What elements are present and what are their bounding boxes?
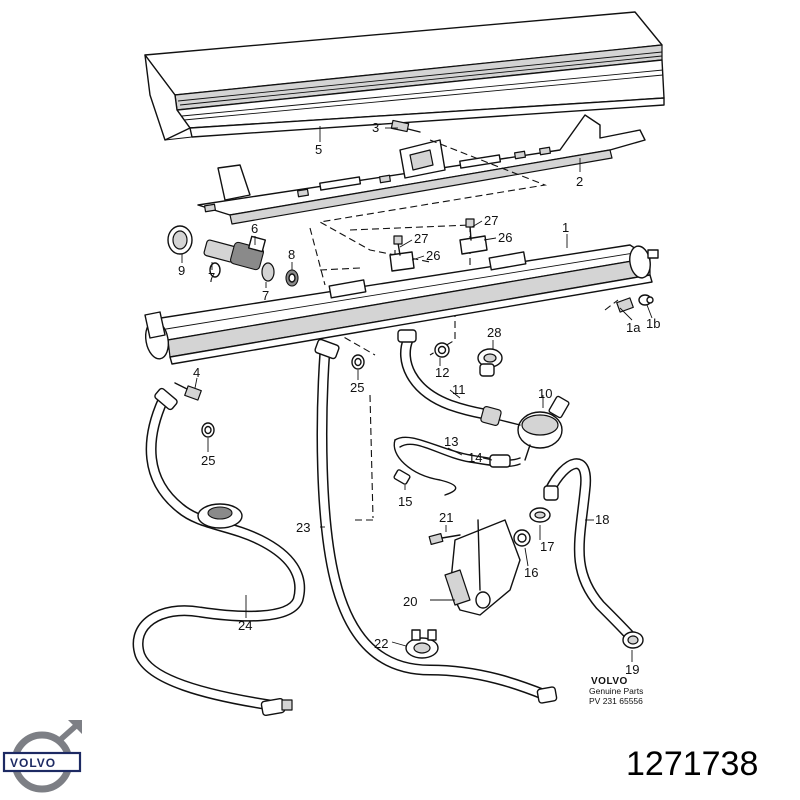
callout-13: 13 xyxy=(444,434,458,449)
part-number: 1271738 xyxy=(626,745,758,783)
stamp-line2: PV 231 65556 xyxy=(589,696,643,706)
hose-13-14 xyxy=(393,436,521,496)
hose-24 xyxy=(132,387,306,717)
callout-21: 21 xyxy=(439,510,453,525)
callout-12: 12 xyxy=(435,365,449,380)
callout-17: 17 xyxy=(540,539,554,554)
part-5-cover xyxy=(144,11,665,141)
genuine-parts-stamp: VOLVO Genuine Parts PV 231 65556 xyxy=(589,676,643,706)
part-19-clamp xyxy=(622,631,644,649)
callout-7-b: 7 xyxy=(262,288,269,303)
part-28-clip xyxy=(477,348,503,377)
callout-25-lower: 25 xyxy=(201,453,215,468)
callout-19: 19 xyxy=(625,662,639,677)
callout-1b: 1b xyxy=(646,316,660,331)
logo-wordmark: VOLVO xyxy=(10,756,56,770)
part-2-bracket xyxy=(197,114,646,225)
callout-9: 9 xyxy=(178,263,185,278)
part-10-regulator xyxy=(499,395,570,461)
callout-5: 5 xyxy=(315,142,322,157)
part-25-washers xyxy=(201,354,365,438)
callout-2: 2 xyxy=(576,174,583,189)
callout-28: 28 xyxy=(487,325,501,340)
callout-27-left: 27 xyxy=(414,231,428,246)
part-4-screw xyxy=(174,382,202,401)
callout-22: 22 xyxy=(374,636,388,651)
part-21-screw xyxy=(428,532,461,546)
callout-4: 4 xyxy=(193,365,200,380)
callout-24: 24 xyxy=(238,618,252,633)
callout-14: 14 xyxy=(468,450,482,465)
callout-26-right: 26 xyxy=(498,230,512,245)
part-3-screw xyxy=(390,119,421,133)
callout-18: 18 xyxy=(595,512,609,527)
injector-assembly xyxy=(167,225,299,287)
volvo-logo: VOLVO xyxy=(2,720,82,793)
callout-labels: 5 3 2 1 1a 1b 27 26 27 26 6 8 9 7 7 4 25… xyxy=(178,120,660,677)
callout-3: 3 xyxy=(372,120,379,135)
callout-7-a: 7 xyxy=(208,270,215,285)
hose-23 xyxy=(314,338,558,704)
part-12-ring xyxy=(434,342,450,358)
callout-leaders xyxy=(181,126,653,662)
callout-23: 23 xyxy=(296,520,310,535)
part-22-clip xyxy=(405,629,439,659)
part-16-17-clips xyxy=(513,507,551,547)
callout-26-left: 26 xyxy=(426,248,440,263)
stamp-line1: Genuine Parts xyxy=(589,686,643,696)
callout-27-right: 27 xyxy=(484,213,498,228)
callout-8: 8 xyxy=(288,247,295,262)
hose-18 xyxy=(543,458,638,644)
hose-11 xyxy=(397,329,502,426)
callout-10: 10 xyxy=(538,386,552,401)
callout-20: 20 xyxy=(403,594,417,609)
callout-1a: 1a xyxy=(626,320,641,335)
part-1-fuel-rail xyxy=(144,244,659,365)
callout-1: 1 xyxy=(562,220,569,235)
clip-26-27-left xyxy=(389,235,415,272)
callout-15: 15 xyxy=(398,494,412,509)
part-20-bracket xyxy=(444,519,521,616)
clip-26-27-right xyxy=(459,218,488,255)
callout-11: 11 xyxy=(452,382,466,397)
callout-16: 16 xyxy=(524,565,538,580)
stamp-brand: VOLVO xyxy=(591,676,628,687)
callout-25-upper: 25 xyxy=(350,380,364,395)
callout-6: 6 xyxy=(251,221,258,236)
